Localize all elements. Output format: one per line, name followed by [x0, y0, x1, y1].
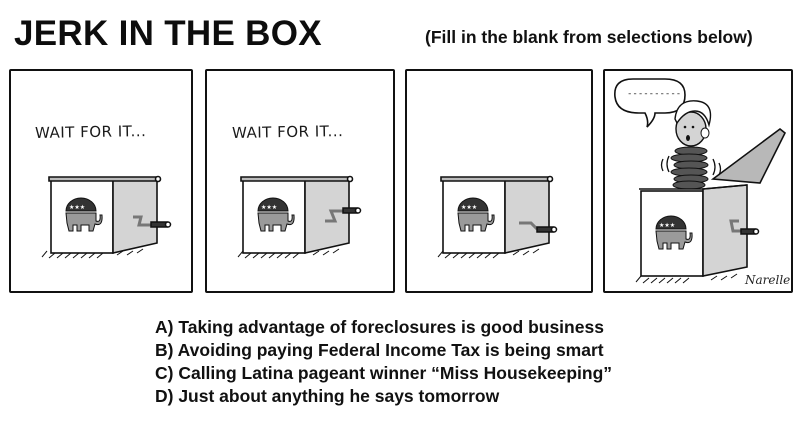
jack-in-the-box-closed-icon: ★★★ — [41, 175, 172, 259]
comic-panel-2: WAIT FOR IT... ★★★ — [205, 69, 395, 293]
svg-text:★★★: ★★★ — [69, 204, 85, 211]
comic-subtitle: (Fill in the blank from selections below… — [425, 27, 753, 47]
svg-text:★★★: ★★★ — [261, 204, 277, 211]
jack-in-the-box-open-icon: ★★★ — [614, 78, 787, 284]
option-b: B) Avoiding paying Federal Income Tax is… — [155, 340, 604, 360]
artist-signature: Narelle — [745, 273, 791, 287]
comic-title: JERK IN THE BOX — [14, 14, 322, 53]
speech-bubble-blank: ---------- — [627, 89, 682, 99]
option-d: D) Just about anything he says tomorrow — [155, 386, 500, 406]
option-c: C) Calling Latina pageant winner “Miss H… — [155, 363, 613, 383]
comic-panel-3: ★★★ — [405, 69, 593, 293]
comic-panel-4: ★★★ ---------- Narelle — [603, 69, 793, 293]
jack-in-the-box-closed-icon: ★★★ — [437, 175, 558, 259]
svg-text:★★★: ★★★ — [461, 204, 477, 211]
jack-in-the-box-closed-icon: ★★★ — [237, 175, 362, 259]
answer-options: A) Taking advantage of foreclosures is g… — [155, 316, 612, 408]
option-a: A) Taking advantage of foreclosures is g… — [155, 317, 604, 337]
comic-panel-1: WAIT FOR IT... ★★★ — [9, 69, 193, 293]
svg-text:★★★: ★★★ — [659, 222, 675, 229]
speech-bubble-icon — [614, 78, 686, 128]
